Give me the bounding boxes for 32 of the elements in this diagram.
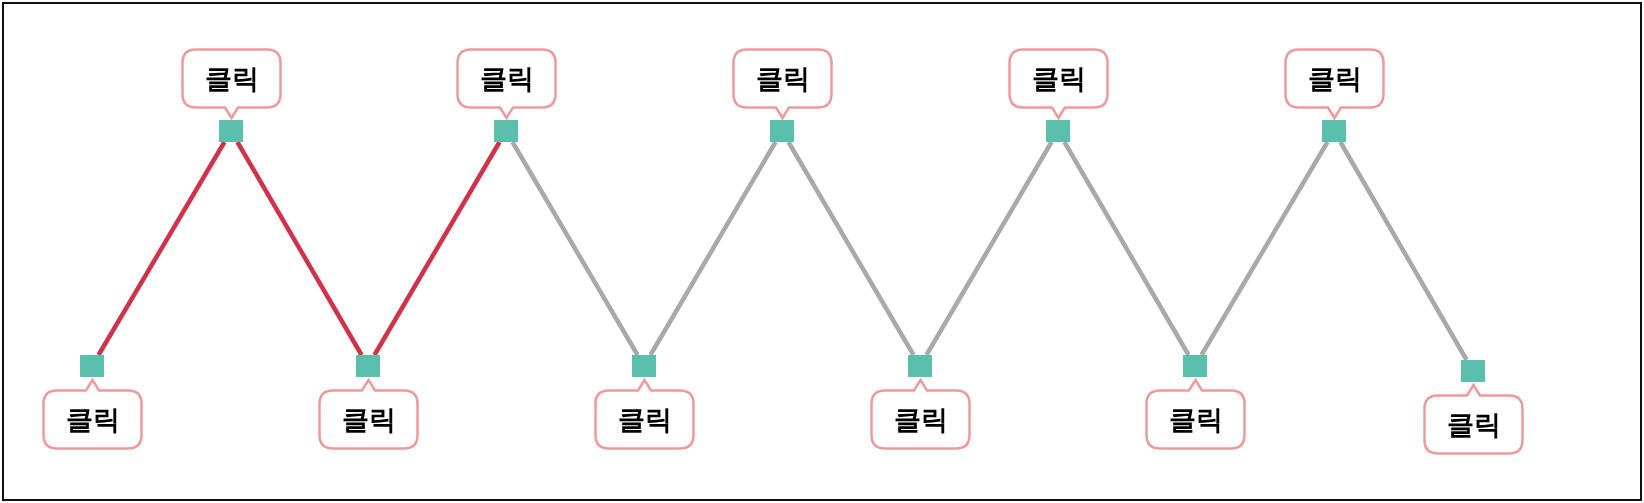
- speech-bubble: 클릭: [318, 378, 419, 450]
- connector-line: [510, 140, 640, 357]
- speech-bubble: 클릭: [456, 48, 557, 120]
- connector-line: [924, 140, 1054, 357]
- speech-bubble: 클릭: [181, 48, 282, 120]
- square-marker: [494, 120, 518, 142]
- connector-line: [1062, 140, 1191, 357]
- speech-bubble: 클릭: [732, 48, 833, 120]
- speech-bubble: 클릭: [1008, 48, 1109, 120]
- square-marker: [770, 120, 794, 142]
- square-marker: [1183, 355, 1207, 377]
- connector-line: [96, 140, 227, 357]
- connector-line: [786, 140, 916, 357]
- square-marker: [1046, 120, 1070, 142]
- speech-bubble: 클릭: [870, 378, 971, 450]
- square-marker: [632, 355, 656, 377]
- square-marker: [1322, 120, 1346, 142]
- square-marker: [80, 355, 104, 377]
- connector-line: [648, 140, 778, 357]
- speech-bubble: 클릭: [1284, 48, 1385, 120]
- connector-line: [1199, 140, 1330, 357]
- speech-bubble: 클릭: [594, 378, 695, 450]
- connector-line: [235, 140, 364, 357]
- square-marker: [219, 120, 243, 142]
- speech-bubble: 클릭: [1423, 383, 1524, 455]
- connector-line: [1338, 140, 1469, 362]
- square-marker: [908, 355, 932, 377]
- speech-bubble: 클릭: [42, 378, 143, 450]
- speech-bubble: 클릭: [1145, 378, 1246, 450]
- square-marker: [356, 355, 380, 377]
- square-marker: [1461, 360, 1485, 382]
- connector-line: [372, 140, 502, 357]
